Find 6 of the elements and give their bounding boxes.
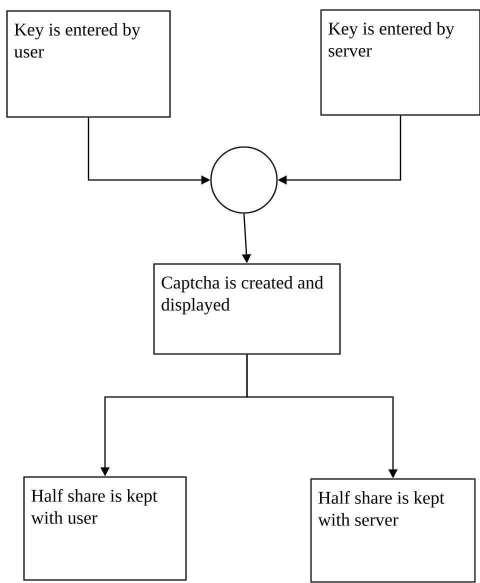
- process-box: Key is entered by user: [6, 10, 171, 118]
- process-box: Half share is kept with user: [23, 476, 187, 581]
- junction-circle: [210, 146, 278, 214]
- process-box: Half share is kept with server: [310, 478, 476, 583]
- process-box: Captcha is created and displayed: [153, 263, 341, 355]
- process-box: Key is entered by server: [320, 9, 480, 116]
